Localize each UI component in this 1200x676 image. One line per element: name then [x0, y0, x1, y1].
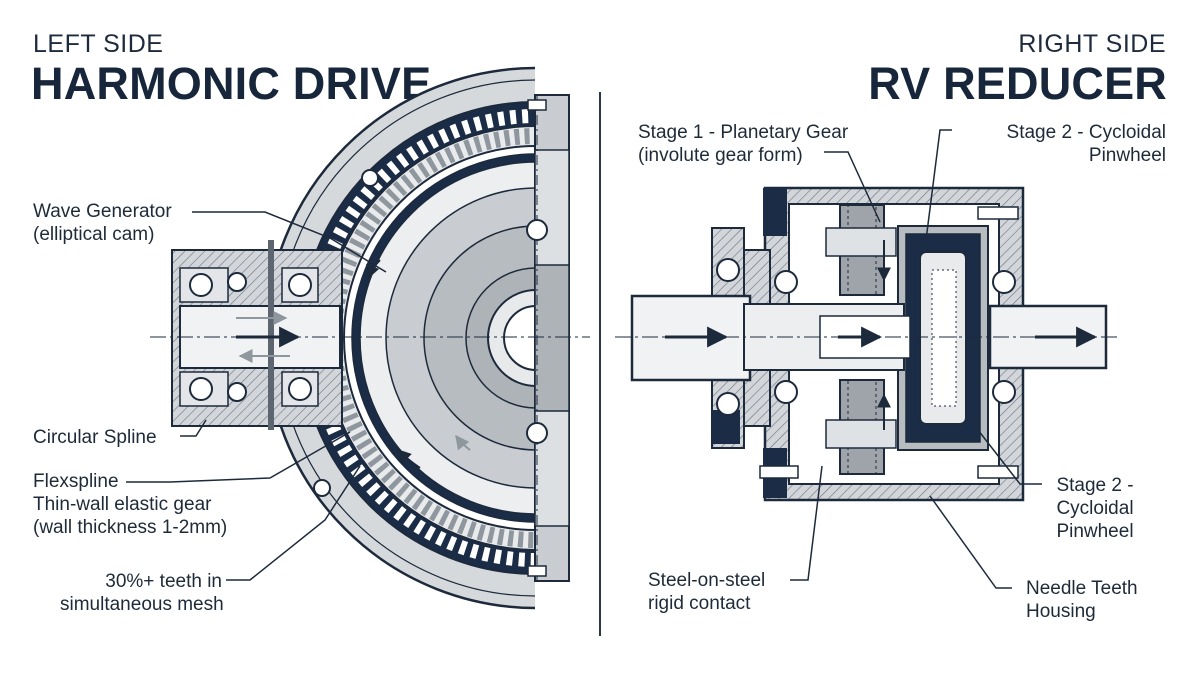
stage2-right-line-1: Stage 2 -	[1056, 475, 1134, 496]
stage2-right-line-3: Pinwheel	[1056, 521, 1134, 542]
left-side-label: LEFT SIDE	[33, 30, 164, 58]
stage2-right-label: Stage 2 - Cycloidal Pinwheel	[1036, 474, 1154, 543]
stage2-right-line-2: Cycloidal	[1056, 498, 1134, 519]
needle-housing-label: Needle Teeth Housing	[1026, 577, 1138, 623]
rv-reducer-diagram	[615, 129, 1120, 589]
stage2-top-label: Stage 2 - Cycloidal Pinwheel	[950, 121, 1166, 167]
circular-spline-label: Circular Spline	[33, 426, 157, 449]
needle-housing-line-2: Housing	[1026, 601, 1096, 622]
stage2-top-line-1: Stage 2 - Cycloidal	[1006, 122, 1166, 143]
flexspline-line-2: Thin-wall elastic gear	[33, 494, 212, 515]
wave-generator-label: Wave Generator (elliptical cam)	[33, 200, 172, 246]
stage1-label: Stage 1 - Planetary Gear (involute gear …	[638, 121, 848, 167]
flexspline-line-3: (wall thickness 1-2mm)	[33, 517, 228, 538]
center-divider	[599, 92, 601, 636]
teeth-mesh-label: 30%+ teeth in simultaneous mesh	[60, 570, 224, 616]
wave-generator-line-1: Wave Generator	[33, 201, 172, 222]
rv-reducer-title: RV REDUCER	[868, 58, 1167, 109]
harmonic-drive-title: HARMONIC DRIVE	[31, 58, 432, 109]
steel-contact-line-2: rigid contact	[648, 593, 751, 614]
circular-spline-line-1: Circular Spline	[33, 427, 157, 448]
teeth-mesh-line-1: 30%+ teeth in	[105, 571, 222, 592]
steel-contact-line-1: Steel-on-steel	[648, 570, 766, 591]
wave-generator-line-2: (elliptical cam)	[33, 224, 155, 245]
flexspline-label: Flexspline Thin-wall elastic gear (wall …	[33, 470, 227, 539]
needle-housing-line-1: Needle Teeth	[1026, 578, 1138, 599]
flexspline-line-1: Flexspline	[33, 471, 119, 492]
harmonic-drive-diagram	[126, 66, 590, 610]
right-side-label: RIGHT SIDE	[1018, 30, 1166, 58]
steel-contact-label: Steel-on-steel rigid contact	[648, 569, 765, 615]
stage1-line-1: Stage 1 - Planetary Gear	[638, 122, 849, 143]
teeth-mesh-line-2: simultaneous mesh	[60, 594, 224, 615]
stage2-top-line-2: Pinwheel	[1088, 145, 1166, 166]
stage1-line-2: (involute gear form)	[638, 145, 803, 166]
